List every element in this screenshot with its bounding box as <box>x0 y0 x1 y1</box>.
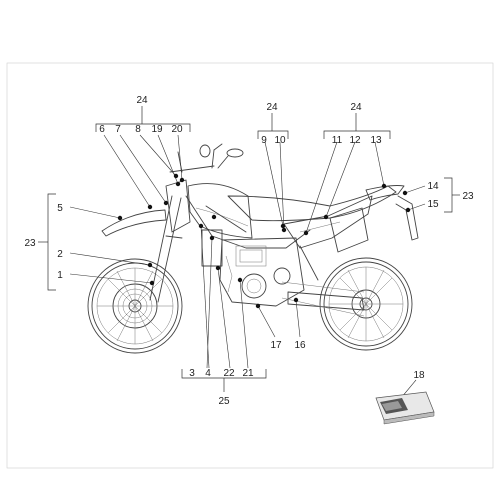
callout-11: 11 <box>332 135 343 146</box>
callout-14: 14 <box>427 181 439 192</box>
callout-9: 9 <box>261 135 267 146</box>
engine <box>219 237 305 307</box>
motorcycle-illustration <box>87 143 419 354</box>
callout-22: 22 <box>223 368 235 379</box>
frame <box>185 195 311 249</box>
decal-sheet <box>375 391 435 425</box>
front-fender <box>101 209 167 237</box>
callout-18: 18 <box>413 370 425 381</box>
seat <box>227 185 397 222</box>
leader-lines <box>69 134 426 399</box>
side-panel <box>283 195 373 249</box>
rear-wheel <box>319 257 413 351</box>
rear-fender <box>365 185 405 201</box>
headlight-plate <box>165 179 191 233</box>
group-label-24-right: 24 <box>350 102 362 113</box>
leader-dots <box>117 173 411 309</box>
fuel-tank-shroud <box>187 183 253 239</box>
callout-labels: 1 2 5 6 7 8 19 20 9 10 11 12 13 14 15 3 … <box>57 124 439 381</box>
front-wheel <box>87 258 183 354</box>
callout-1: 1 <box>57 270 63 281</box>
group-label-24-middle: 24 <box>266 102 278 113</box>
group-labels: 24 24 24 23 23 25 <box>24 95 474 407</box>
callout-16: 16 <box>294 340 306 351</box>
callout-21: 21 <box>242 368 254 379</box>
callout-19: 19 <box>151 124 163 135</box>
group-label-25: 25 <box>218 396 230 407</box>
handlebars <box>169 143 244 173</box>
license-bracket <box>395 195 419 241</box>
callout-20: 20 <box>171 124 183 135</box>
rear-shock <box>299 245 319 281</box>
diagram-frame <box>6 62 494 469</box>
group-label-23-right: 23 <box>462 191 474 202</box>
callout-12: 12 <box>349 135 361 146</box>
group-brackets <box>38 106 460 392</box>
callout-8: 8 <box>135 124 141 135</box>
group-label-24-left: 24 <box>136 95 148 106</box>
swingarm <box>287 291 365 311</box>
callout-13: 13 <box>370 135 382 146</box>
callout-2: 2 <box>57 249 63 260</box>
callout-17: 17 <box>270 340 282 351</box>
callout-6: 6 <box>99 124 105 135</box>
callout-15: 15 <box>427 199 439 210</box>
callout-10: 10 <box>274 135 286 146</box>
callout-3: 3 <box>189 368 195 379</box>
group-label-23-left: 23 <box>24 238 36 249</box>
callout-4: 4 <box>205 368 211 379</box>
callout-7: 7 <box>115 124 121 135</box>
callout-5: 5 <box>57 203 63 214</box>
muffler <box>329 207 369 253</box>
